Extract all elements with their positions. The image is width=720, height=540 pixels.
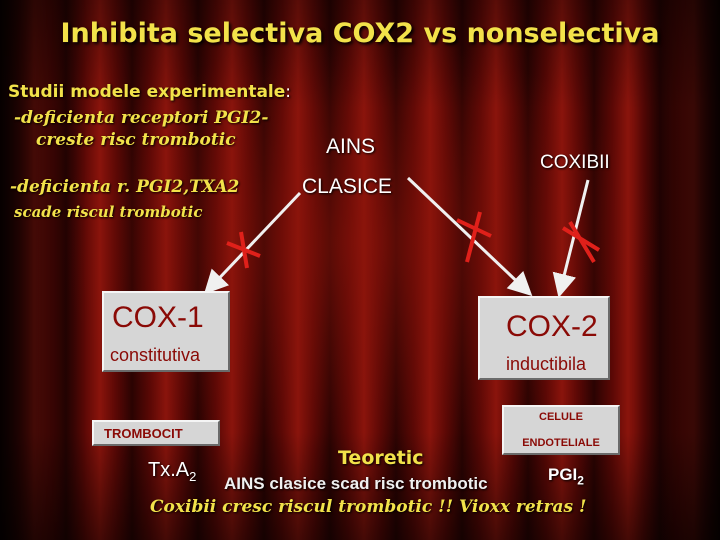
cox2-name: COX-2 bbox=[506, 310, 598, 343]
pgi2-sub: 2 bbox=[577, 473, 584, 488]
celule-line-1: CELULE bbox=[539, 411, 583, 423]
arrow-ains-to-cox1 bbox=[203, 191, 302, 295]
celule-line-2: ENDOTELIALE bbox=[522, 437, 600, 449]
clasice-label: CLASICE bbox=[302, 175, 392, 198]
studies-line-3: -deficienta r. PGI2,TXA2 bbox=[10, 177, 240, 197]
coxibii-line: Coxibii cresc riscul trombotic !! Vioxx … bbox=[150, 497, 587, 517]
txa2-base: Tx.A bbox=[148, 459, 190, 481]
inhibition-mark-cox2-coxibii bbox=[561, 220, 601, 264]
cox1-name: COX-1 bbox=[112, 301, 204, 334]
ains-clasice-line: AINS clasice scad risc trombotic bbox=[224, 474, 488, 493]
cox1-box: COX-1 constitutiva bbox=[102, 291, 230, 372]
studies-heading: Studii modele experimentale: bbox=[8, 82, 291, 102]
txa2-label: Tx.A2 bbox=[148, 459, 196, 484]
inhibition-mark-cox2-ains bbox=[456, 211, 492, 263]
studies-heading-text: Studii modele experimentale bbox=[8, 82, 286, 102]
cox1-type: constitutiva bbox=[110, 345, 201, 365]
ains-label: AINS bbox=[326, 135, 376, 158]
studies-line-4: scade riscul trombotic bbox=[14, 203, 203, 221]
pgi2-base: PGI bbox=[548, 465, 578, 484]
trombocit-box: TROMBOCIT bbox=[92, 420, 220, 446]
studies-heading-colon: : bbox=[285, 82, 292, 102]
teoretic-label: Teoretic bbox=[338, 447, 424, 469]
studies-line-1: -deficienta receptori PGI2- bbox=[14, 108, 269, 128]
studies-line-2: creste risc trombotic bbox=[36, 130, 236, 150]
cox2-box: COX-2 inductibila bbox=[478, 296, 610, 380]
cox2-type: inductibila bbox=[506, 354, 587, 374]
arrow-ains-to-cox2 bbox=[406, 176, 533, 297]
inhibition-mark-cox1 bbox=[226, 231, 261, 269]
txa2-sub: 2 bbox=[189, 469, 197, 484]
trombocit-label: TROMBOCIT bbox=[104, 426, 183, 441]
slide-title: Inhibita selectiva COX2 vs nonselectiva bbox=[60, 18, 660, 49]
coxibii-label: COXIBII bbox=[540, 152, 610, 173]
celule-endoteliale-box: CELULE ENDOTELIALE bbox=[502, 405, 620, 455]
pgi2-label: PGI2 bbox=[548, 465, 584, 487]
